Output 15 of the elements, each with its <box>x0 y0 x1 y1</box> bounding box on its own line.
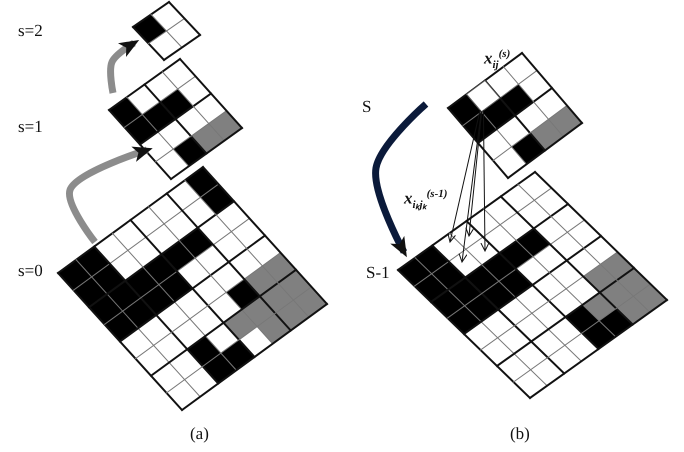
scale-label: S <box>362 98 372 117</box>
arrow <box>465 111 482 236</box>
curved-arrow <box>107 40 140 94</box>
scale-label: s=2 <box>18 22 43 41</box>
curved-arrow <box>372 101 428 258</box>
scale-label: S-1 <box>366 264 390 283</box>
arrow <box>480 110 490 252</box>
scale-label: s=1 <box>18 118 43 137</box>
grid-cell <box>466 80 501 112</box>
arrow <box>447 110 481 242</box>
panel-label: (b) <box>510 425 530 444</box>
arrow <box>458 111 482 262</box>
scale-label: s=0 <box>18 262 43 281</box>
panel-label: (a) <box>190 425 209 444</box>
curved-arrow <box>66 146 153 244</box>
